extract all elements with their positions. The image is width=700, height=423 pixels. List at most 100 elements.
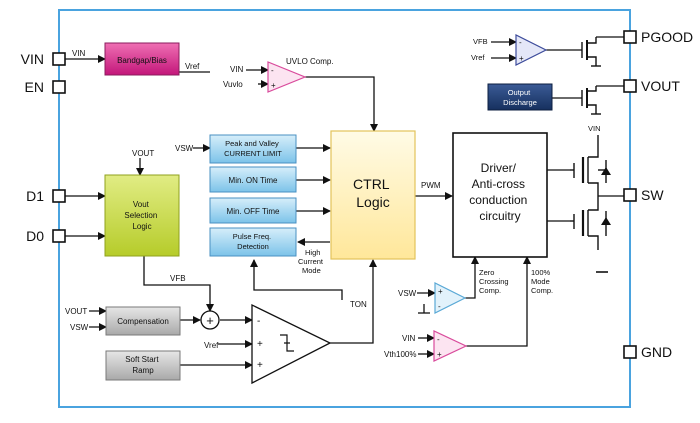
uvlo-vin-label: VIN [230,65,244,74]
comp-vsw-label: VSW [70,323,89,332]
pin-en: EN [25,79,66,95]
svg-text:Pulse Freq. Detection: Pulse Freq. Detection [233,232,273,251]
pg-vref-label: Vref [471,53,485,62]
zc-line3: Comp. [479,286,501,295]
soft-start-line2: Ramp [132,366,154,375]
hs-vin-label: VIN [588,124,601,133]
svg-text:100% Mode Comp.: 100% Mode Comp. [531,268,553,295]
pg-minus: - [519,38,522,47]
m100-plus: + [437,350,442,359]
zero-crossing-comparator: + - [434,282,467,314]
hcm-line1: High [305,248,320,257]
wires [65,36,624,369]
driver-block: Driver/ Anti-cross conduction circuitry [452,132,548,258]
ic-boundary [58,9,631,408]
pin-pgood: PGOOD [623,29,693,45]
pgood-comparator: - + [515,34,548,66]
pin-vin-label: VIN [21,51,44,67]
driver-line2: Anti-cross [472,177,525,191]
m100-line2: Mode [531,277,550,286]
m100-line3: Comp. [531,286,553,295]
vref-bandgap-label: Vref [185,62,200,71]
ea-plus-1: + [257,339,263,350]
vin100-label: VIN [402,334,416,343]
min-on-block: Min. ON Time [209,166,297,193]
pgood-fet [581,37,601,67]
pin-d0-label: D0 [26,228,44,244]
pg-vfb-label: VFB [473,37,488,46]
svg-text:High Current Mode: High Current Mode [298,248,325,275]
od-line1: Output [508,88,531,97]
pfm-detect-block: Pulse Freq. Detection [209,227,297,257]
vout-select-line3: Logic [132,222,151,231]
vth100-label: Vth100% [384,350,416,359]
svg-text:Peak and Valley CURRENT: Peak and Valley CURRENT LIMIT [224,139,282,158]
driver-line3: conduction [469,193,527,207]
od-line2: Discharge [503,98,537,107]
bandgap-block: Bandgap/Bias [104,42,180,76]
zc-plus: + [438,287,443,296]
vout-select-line2: Selection [124,211,157,220]
ea-vref-label: Vref [204,341,219,350]
peak-valley-line1: Peak and Valley [225,139,279,148]
ctrl-line1: CTRL [353,176,390,192]
m100-minus: - [437,335,440,344]
svg-text:Driver/ Anti-cross: Driver/ Anti-cross conduction circuitry [469,161,530,223]
uvlo-comparator: - + [267,61,307,93]
soft-start-line1: Soft Start [125,355,159,364]
pin-d1-label: D1 [26,188,44,204]
driver-line4: circuitry [479,209,520,223]
zc-line1: Zero [479,268,494,277]
compensation-label: Compensation [117,317,169,326]
summing-junction: + [200,310,220,330]
uvlo-vuvlo-label: Vuvlo [223,80,243,89]
pin-vout: VOUT [623,78,680,94]
hcm-line2: Current [298,257,324,266]
ton-label: TON [350,300,367,309]
pin-vout-label: VOUT [641,78,680,94]
svg-text:CTRL Logic: CTRL Logic [353,176,393,210]
min-off-label: Min. OFF Time [227,207,280,216]
pin-gnd: GND [623,344,672,360]
soft-start-block: Soft Start Ramp [105,350,181,381]
m100-line1: 100% [531,268,551,277]
svg-text:Vout Selection Log: Vout Selection Logic [124,200,159,231]
pin-d0: D0 [26,228,66,244]
uvlo-minus: - [271,66,274,75]
pin-vin: VIN [21,51,66,67]
peak-valley-line2: CURRENT LIMIT [224,149,282,158]
zc-line2: Crossing [479,277,509,286]
ea-plus-2: + [257,360,263,371]
uvlo-comp-label: UVLO Comp. [286,57,334,66]
ea-minus: - [257,316,260,327]
zc-minus: - [438,302,441,311]
pg-plus: + [519,54,524,63]
svg-text:Soft Start Ramp: Soft Start Ramp [125,355,161,375]
uvlo-plus: + [271,81,276,90]
vsw-peak-label: VSW [175,144,194,153]
output-discharge-block: Output Discharge [487,83,553,111]
hcm-line3: Mode [302,266,321,275]
pfm-line2: Detection [237,242,269,251]
pin-pgood-label: PGOOD [641,29,693,45]
vout-select-line1: Vout [133,200,150,209]
vout-selection-block: Vout Selection Logic [104,174,180,257]
pin-en-label: EN [25,79,44,95]
compensation-block: Compensation [105,306,181,336]
zc-vsw-label: VSW [398,289,417,298]
pfm-line1: Pulse Freq. [233,232,271,241]
discharge-fet [581,86,601,115]
min-on-label: Min. ON Time [229,176,278,185]
comp-vout-label: VOUT [65,307,87,316]
bandgap-label: Bandgap/Bias [117,56,167,65]
sum-plus: + [206,313,214,328]
min-off-block: Min. OFF Time [209,197,297,224]
pin-gnd-label: GND [641,344,672,360]
svg-text:Output Discharge: Output Discharge [503,88,537,107]
vfb-label: VFB [170,274,186,283]
pwm-label: PWM [421,181,441,190]
vin-bandgap-label: VIN [72,49,86,58]
mode100-comparator: - + [433,330,468,362]
ctrl-line2: Logic [356,194,389,210]
